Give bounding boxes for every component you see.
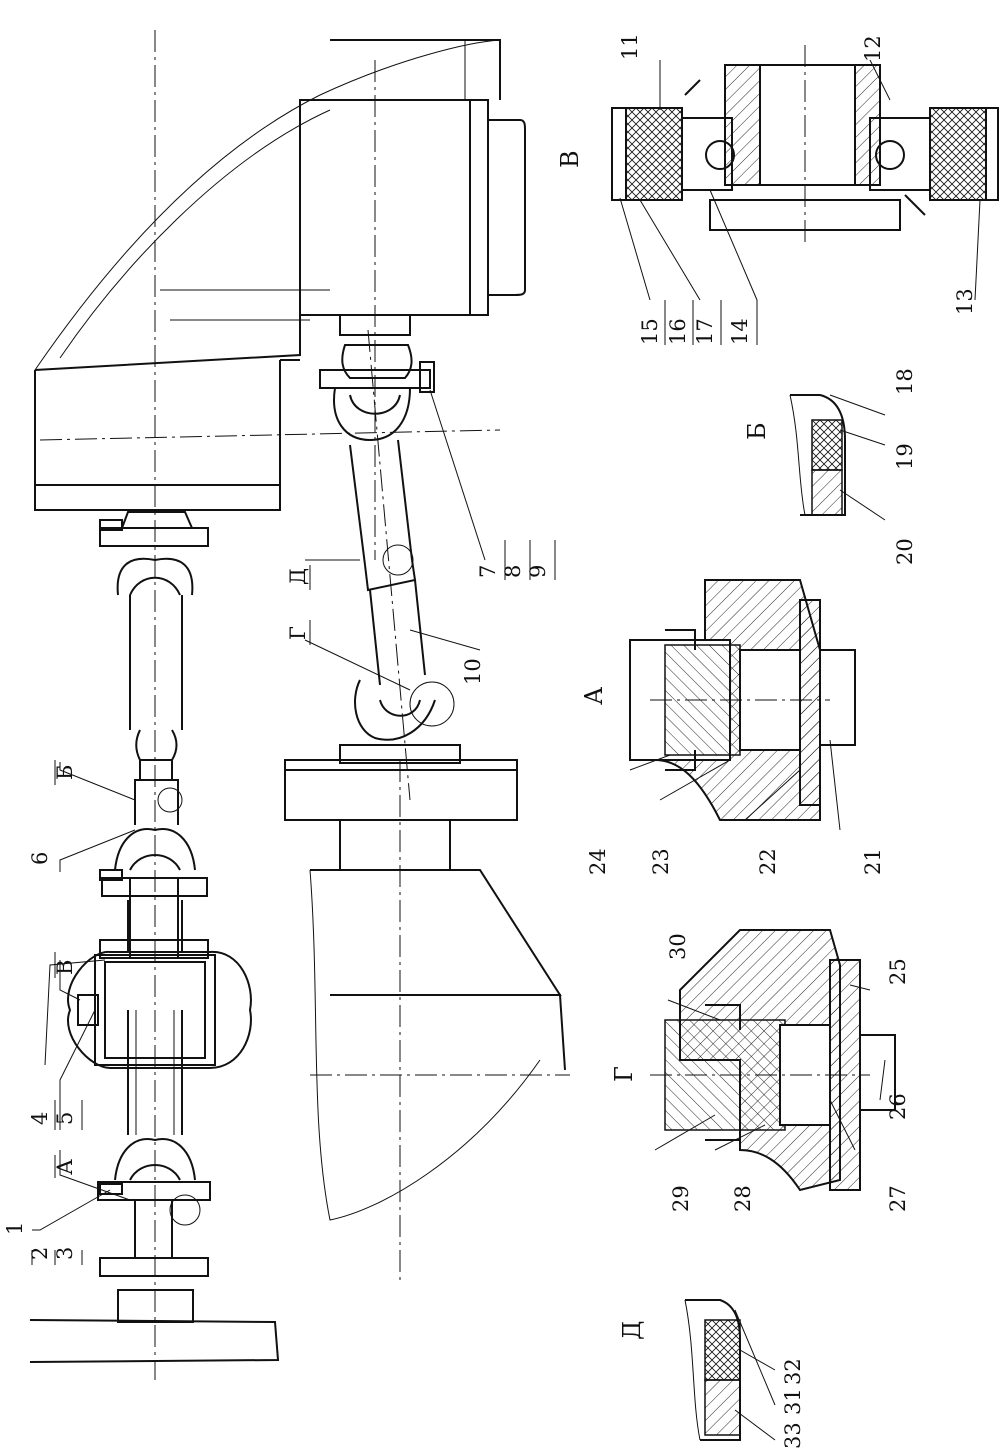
- view-A-section: [629, 579, 856, 821]
- callout-31: 31: [781, 1388, 805, 1415]
- callout-25: 25: [886, 958, 910, 985]
- callout-4: 4: [28, 1112, 52, 1125]
- callout-15: 15: [638, 318, 662, 345]
- callout-16: 16: [666, 318, 690, 345]
- callout-6: 6: [28, 852, 52, 865]
- marker-G: Г: [286, 626, 310, 640]
- view-title-D: Д: [618, 1320, 646, 1340]
- callout-19: 19: [893, 443, 917, 470]
- callout-33: 33: [781, 1422, 805, 1449]
- callout-28: 28: [731, 1185, 755, 1212]
- callout-23: 23: [649, 848, 673, 875]
- callout-27: 27: [886, 1185, 910, 1212]
- callout-7: 7: [476, 565, 500, 578]
- gearbox-housing: [34, 39, 526, 560]
- view-B-detail: [789, 394, 846, 516]
- callout-18: 18: [893, 368, 917, 395]
- callout-1: 1: [3, 1222, 27, 1235]
- callout-2: 2: [28, 1247, 52, 1260]
- view-titles: А Б В Г Д: [556, 150, 771, 1340]
- marker-B: Б: [53, 765, 77, 780]
- callout-8: 8: [501, 565, 525, 578]
- callout-5: 5: [53, 1112, 77, 1125]
- marker-D: Д: [286, 568, 310, 585]
- left-driveline: [29, 30, 280, 1380]
- callout-17: 17: [693, 318, 717, 345]
- view-G-section: [650, 929, 896, 1192]
- marker-A: А: [53, 1159, 77, 1175]
- view-title-V: В: [556, 150, 584, 168]
- callout-12: 12: [861, 35, 885, 62]
- callout-21: 21: [861, 848, 885, 875]
- leader-lines: [32, 59, 981, 1441]
- callout-14: 14: [728, 318, 752, 345]
- callout-9: 9: [526, 565, 550, 578]
- view-title-G: Г: [610, 1066, 638, 1082]
- view-title-A: А: [580, 687, 608, 705]
- view-V-bearing: [611, 45, 999, 245]
- view-title-B: Б: [743, 422, 771, 440]
- callout-32: 32: [781, 1358, 805, 1385]
- marker-V: В: [53, 960, 77, 975]
- callout-24: 24: [586, 848, 610, 875]
- callout-labels: 1 2 3 4 5 6 7 8 9 10 11 12 13 14 15 16 1…: [3, 33, 977, 1449]
- detail-markers: А Б В Г Д: [53, 565, 311, 1178]
- callout-26: 26: [886, 1093, 910, 1120]
- callout-13: 13: [953, 288, 977, 315]
- view-D-detail: [684, 1299, 741, 1441]
- callout-30: 30: [666, 933, 690, 960]
- callout-3: 3: [53, 1247, 77, 1260]
- callout-20: 20: [893, 538, 917, 565]
- callout-11: 11: [618, 33, 642, 60]
- callout-29: 29: [669, 1185, 693, 1212]
- callout-10: 10: [461, 658, 485, 685]
- right-driveline: [284, 329, 570, 1280]
- callout-22: 22: [756, 848, 780, 875]
